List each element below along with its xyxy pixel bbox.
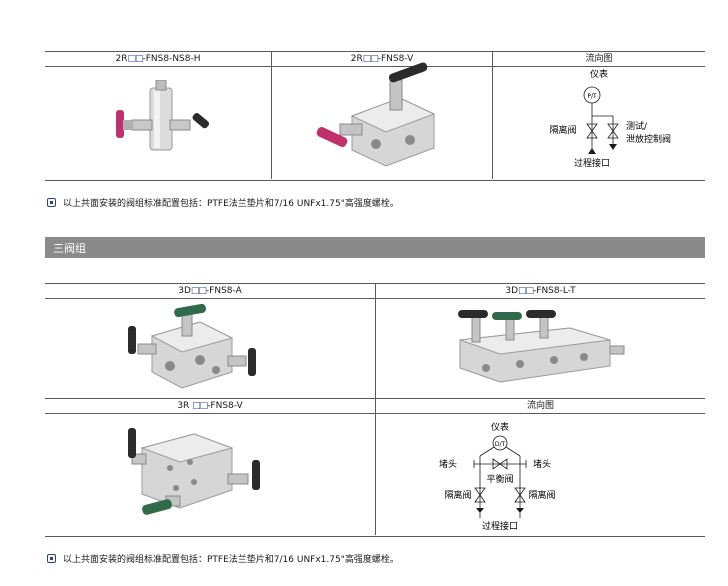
label-isolation-right: 隔离阀 <box>528 489 555 501</box>
placeholder-boxes: □□ <box>127 54 143 64</box>
label-test-line1: 测试/ <box>626 120 648 132</box>
valve-image-2r-v <box>316 62 436 167</box>
valve-image-3r-v <box>128 428 260 515</box>
label-process-port: 过程接口 <box>482 520 518 532</box>
placeholder-boxes: □□ <box>190 286 207 296</box>
note-standard-config-1: 以上共面安装的阀组标准配置包括：PTFE法兰垫片和7/16 UNFx1.75"高… <box>47 198 399 210</box>
placeholder-boxes: □□ <box>362 54 379 64</box>
header-3d-fns8-a: 3D□□-FNS8-A <box>45 284 375 299</box>
label-instrument: 仪表 <box>491 421 509 433</box>
header-2r-fns8-v: 2R□□-FNS8-V <box>272 52 492 67</box>
label-plug-right: 堵头 <box>533 458 551 470</box>
column-divider <box>271 51 272 179</box>
header-3r-fns8-v: 3R □□-FNS8-V <box>45 399 375 414</box>
isolation-valve-left-icon <box>474 487 486 503</box>
note-standard-config-2: 以上共面安装的阀组标准配置包括：PTFE法兰垫片和7/16 UNFx1.75"高… <box>47 554 399 566</box>
column-divider <box>492 51 493 179</box>
header-3d-fns8-l-t: 3D□□-FNS8-L-T <box>376 284 705 299</box>
header-flow-diagram: 流向图 <box>376 399 705 414</box>
label-instrument: 仪表 <box>590 68 608 80</box>
flow-diagram-3-valve: 仪表 D/T 堵头 堵头 平衡阀 隔离阀 隔离阀 过程接口 <box>439 421 556 532</box>
label-process-port: 过程接口 <box>574 157 610 169</box>
label-isolation-left: 隔离阀 <box>444 489 471 501</box>
placeholder-boxes: □□ <box>518 286 534 296</box>
row-divider <box>45 398 705 399</box>
label-balance-valve: 平衡阀 <box>486 473 513 485</box>
valve-image-2r-h <box>116 80 210 151</box>
column-divider <box>375 283 376 535</box>
handle-magenta <box>116 110 124 138</box>
bullet-icon <box>47 198 56 207</box>
section-title: 三阀组 <box>53 242 86 255</box>
flow-diagram-2-valve: 仪表 P/T 隔离阀 测试/ 泄放控制阀 过程接口 <box>549 68 671 169</box>
header-2r-fns8-ns8-h: 2R□□-FNS8-NS8-H <box>45 52 271 67</box>
svg-text:P/T: P/T <box>587 93 597 100</box>
label-isolation-valve: 隔离阀 <box>549 124 576 136</box>
isolation-valve-right-icon <box>514 487 526 503</box>
manifold-table-two-valve <box>45 51 705 181</box>
balance-valve-icon <box>492 458 508 470</box>
valve-image-3d-a <box>128 303 256 389</box>
header-flow-diagram: 流向图 <box>493 52 705 67</box>
test-valve-icon <box>607 123 619 139</box>
bullet-icon <box>47 554 56 563</box>
isolation-valve-icon <box>586 123 598 139</box>
valve-image-3d-l-t <box>458 310 625 383</box>
gauge-icon <box>492 435 508 451</box>
placeholder-boxes: □□ <box>192 401 208 411</box>
label-test-line2: 泄放控制阀 <box>626 133 671 145</box>
section-header-three-valve: 三阀组 <box>45 237 705 258</box>
svg-text:D/T: D/T <box>495 441 506 448</box>
label-plug-left: 堵头 <box>439 458 457 470</box>
